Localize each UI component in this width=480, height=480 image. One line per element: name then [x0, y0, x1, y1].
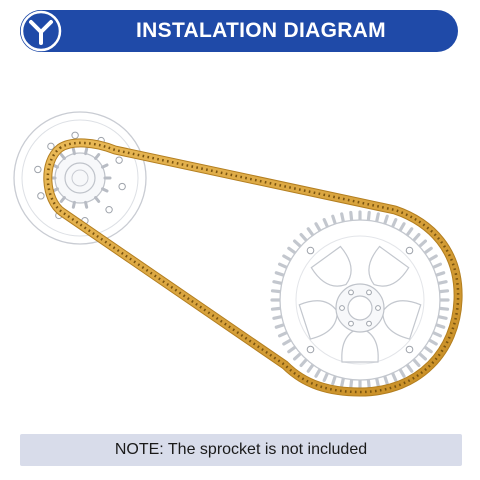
title-banner: INSTALATION DIAGRAM: [20, 10, 458, 52]
note-banner: NOTE: The sprocket is not included: [20, 434, 462, 466]
large-sprocket: [270, 210, 450, 390]
note-text: NOTE: The sprocket is not included: [114, 441, 368, 458]
roller-chain: [43, 138, 463, 397]
page-title: INSTALATION DIAGRAM: [136, 19, 386, 42]
y-logo-icon: [20, 10, 62, 52]
installation-diagram: [0, 60, 480, 430]
